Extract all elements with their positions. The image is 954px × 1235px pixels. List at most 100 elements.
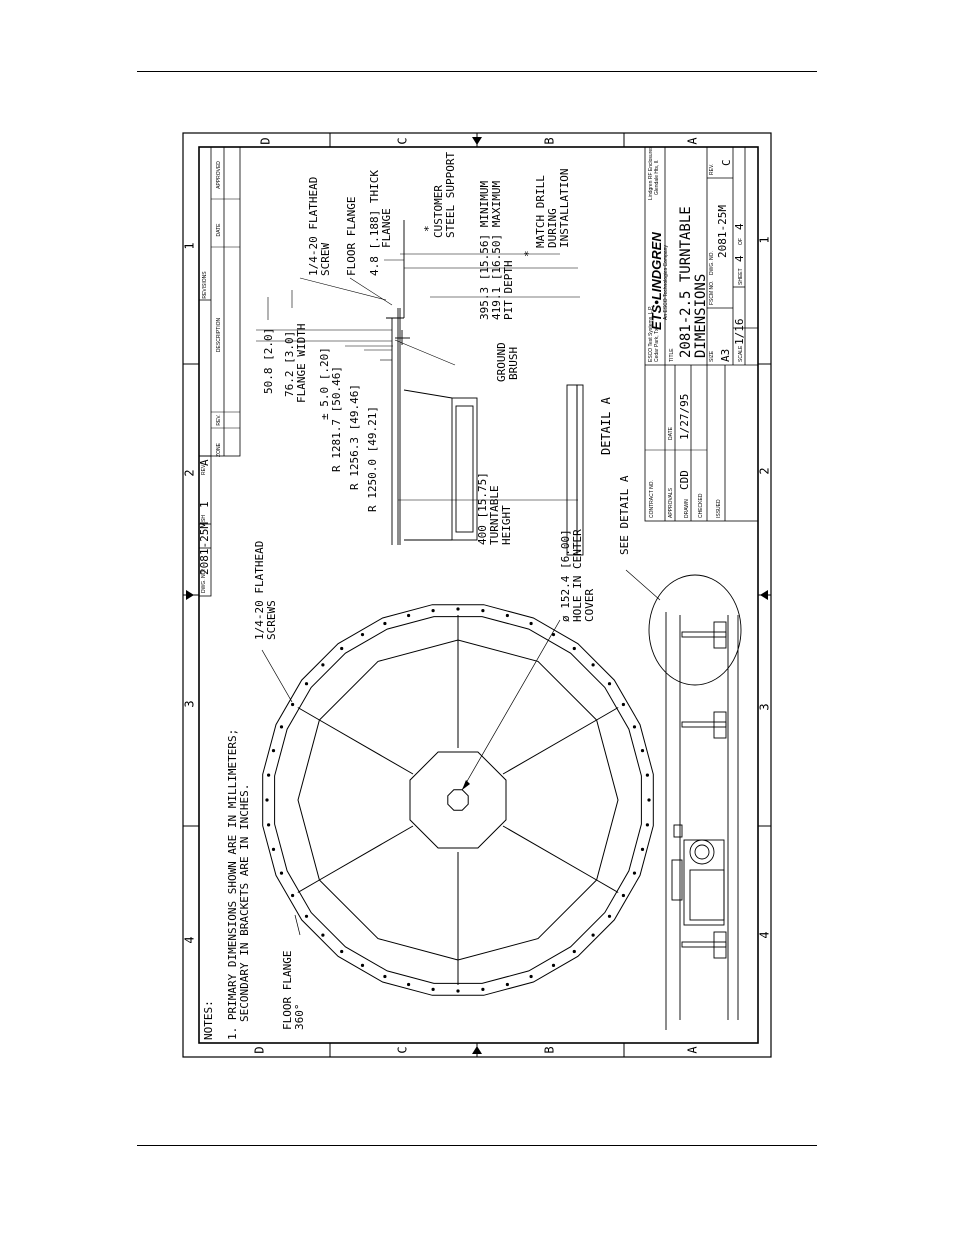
drawn-date: 1/27/95: [678, 394, 691, 440]
flange-width-2: FLANGE WIDTH: [295, 324, 308, 403]
notes-heading: NOTES:: [202, 1000, 215, 1040]
spoke-line: [319, 719, 414, 775]
screw-label-1: 1/4-20 FLATHEAD: [307, 177, 320, 276]
screw-hole: [640, 749, 645, 753]
screw-hole: [529, 974, 533, 979]
rev-col-date: DATE: [216, 223, 222, 237]
zone-3-right: 3: [758, 703, 772, 710]
pit-depth-1: 395.3 [15.56] MINIMUM: [478, 181, 491, 320]
sheet-total: 4: [733, 223, 746, 230]
screw-hole: [505, 982, 509, 987]
match-drill-2: DURING: [546, 208, 559, 248]
spoke-line: [319, 825, 414, 881]
checked-label: CHECKED: [698, 493, 704, 518]
rev-col-zone: ZONE: [216, 442, 222, 457]
rev-rev: A: [198, 459, 211, 466]
see-detail-leader: [625, 569, 661, 601]
floor-flange-label: FLOOR FLANGE: [345, 197, 358, 276]
detail-a-title: DETAIL A: [599, 396, 613, 455]
zone-1-right: 1: [758, 236, 772, 243]
fscm-label: FSCM NO.: [709, 281, 715, 305]
screw-hole: [632, 725, 637, 729]
plan-leaders: [261, 619, 561, 936]
match-drill-star: *: [522, 250, 535, 257]
screw-hole: [360, 633, 365, 637]
screw-hole: [271, 749, 276, 753]
zone-3-left: 3: [183, 700, 197, 707]
screw-hole: [407, 982, 411, 987]
zone-2-right: 2: [758, 467, 772, 474]
rev-col-rev: REV.: [216, 414, 222, 425]
screw-hole: [640, 847, 645, 852]
screw-hole: [647, 798, 651, 802]
sheet-value: 4: [733, 255, 746, 262]
size-value: A3: [719, 349, 732, 362]
zone-4-right: 4: [758, 931, 772, 938]
screw-hole: [645, 773, 650, 777]
rev-sh-label: SH: [201, 515, 207, 522]
screw-label-2: SCREW: [319, 243, 332, 276]
turntable-height-3: HEIGHT: [500, 505, 513, 545]
issued-label: ISSUED: [716, 499, 722, 518]
revisions-block: [198, 146, 241, 597]
zone-1-left: 1: [183, 242, 197, 249]
drawing-title-1: 2081-2.5 TURNTABLE: [678, 206, 694, 358]
screws-callout-1: 1/4-20 FLATHEAD: [253, 541, 266, 640]
drawn-by: CDD: [678, 470, 691, 490]
hole-callout-1: ø 152.4 [6.00]: [559, 529, 572, 622]
company-addr-4: Glendale Hts, Il.: [654, 159, 660, 195]
screw-hole: [505, 613, 509, 618]
screw-hole: [431, 987, 435, 992]
scale-label: SCALE: [738, 345, 744, 362]
of-label: OF: [738, 238, 744, 245]
floor-flange-callout: FLOOR FLANGE: [281, 951, 294, 1030]
screw-hole: [271, 847, 276, 852]
zone-B-top: B: [543, 137, 557, 144]
rim-divider-line: [596, 879, 619, 893]
spoke-line: [502, 825, 597, 881]
screw-hole: [431, 609, 435, 613]
notes-line-1: 1. PRIMARY DIMENSIONS SHOWN ARE IN MILLI…: [226, 729, 239, 1040]
screw-hole: [267, 823, 271, 827]
turntable-plan-view: [262, 604, 654, 996]
dim-r1281: R 1281.7 [50.46]: [330, 366, 343, 472]
floor-flange-360: 360°: [293, 1004, 306, 1031]
screw-hole: [383, 621, 387, 626]
pit-depth-3: PIT DEPTH: [502, 260, 515, 320]
zone-4-left: 4: [183, 936, 197, 943]
match-drill-3: INSTALLATION: [558, 169, 571, 248]
screw-hole: [551, 963, 556, 968]
screw-hole: [340, 949, 344, 954]
contract-label: CONTRACT NO.: [649, 480, 655, 518]
zone-A-top: A: [686, 137, 700, 145]
flange-width-1: 76.2 [3.0]: [283, 331, 296, 397]
ground-brush-1: GROUND: [495, 342, 508, 382]
dim-50-8: 50.8 [2.0]: [262, 328, 275, 394]
screw-hole: [265, 798, 269, 802]
size-label: SIZE: [709, 350, 715, 362]
screw-hole: [456, 989, 460, 993]
screw-hole: [572, 949, 576, 954]
company-addr-1: ESCO Test Systems, L.P.: [648, 306, 654, 362]
footer-rule: [137, 1145, 817, 1146]
screw-hole: [304, 682, 309, 686]
drawn-label: DRAWN: [684, 499, 690, 518]
screw-hole: [632, 871, 637, 875]
date-label: DATE: [668, 426, 674, 440]
screw-hole: [304, 914, 309, 918]
dim-r1250: R 1250.0 [49.21]: [366, 406, 379, 512]
dwg-value: 2081-25M: [716, 205, 729, 258]
screw-hole: [621, 893, 626, 898]
rev-col-approved: APPROVED: [216, 161, 222, 189]
ground-brush-2: BRUSH: [507, 347, 520, 380]
company-addr-3: Lindgren RF Enclosures: [648, 146, 654, 200]
rev-rev-label: REV.: [201, 464, 207, 475]
approvals-label: APPROVALS: [668, 487, 674, 518]
detail-a-drawing: [386, 220, 584, 556]
rim-divider-line: [596, 707, 619, 721]
thick-flange-1: 4.8 [.188] THICK: [368, 170, 381, 276]
revisions-header: REVISIONS: [202, 271, 208, 299]
screw-hole: [572, 646, 576, 651]
company-logo: ETS•LINDGREN: [649, 232, 664, 330]
